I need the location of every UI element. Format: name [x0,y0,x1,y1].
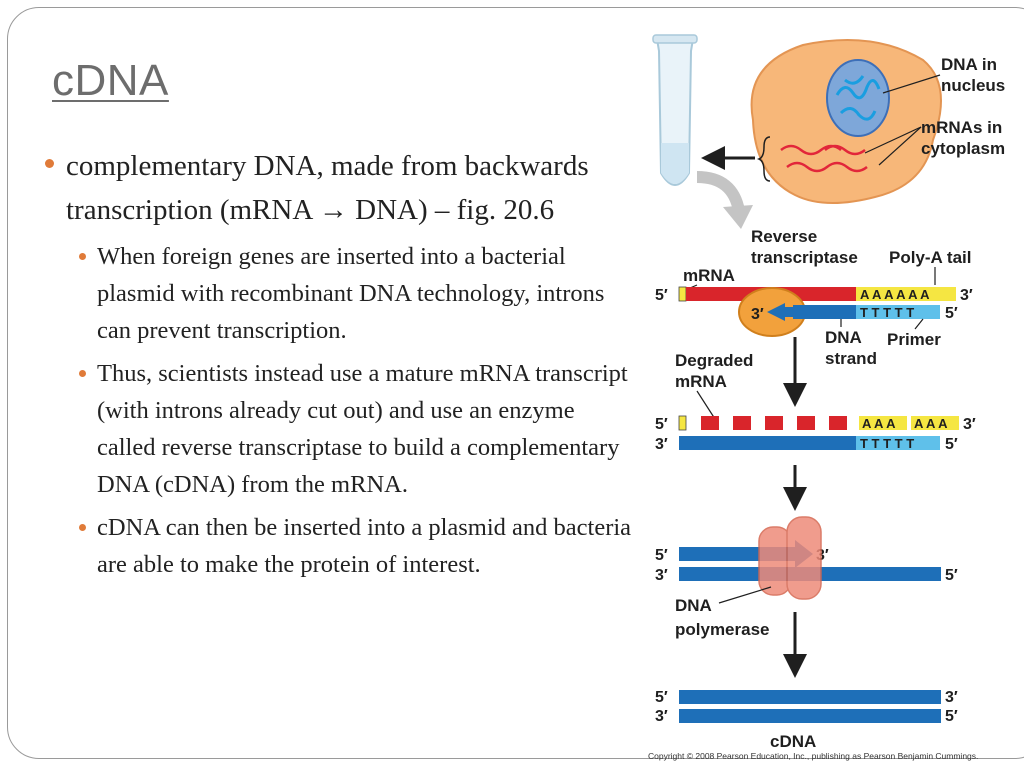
five-prime-label: 5′ [655,416,668,433]
five-prime-label: 5′ [655,287,668,304]
dna-polymerase-enzyme [758,516,822,600]
three-prime-label: 3′ [655,436,668,453]
cap-box [678,286,687,302]
poly-a-bases: A A A [914,416,948,431]
copyright-notice: Copyright © 2008 Pearson Education, Inc.… [648,751,979,761]
cdna-label: cDNA [770,732,816,751]
five-prime-label: 5′ [945,567,958,584]
dna-strand-label: DNA [825,328,862,347]
bullet-main: complementary DNA, made from backwards t… [32,144,632,232]
degraded-mrna-label-line2: mRNA [675,372,727,391]
primer-label: Primer [887,330,941,349]
dna-polymerase-label-line2: polymerase [675,620,770,639]
degraded-mrna-label: Degraded [675,351,753,370]
five-prime-label: 5′ [945,708,958,725]
sub-bullet-text: cDNA can then be inserted into a plasmid… [97,514,632,578]
cell-icon [750,39,942,204]
slide-title: cDNA [52,56,169,105]
five-prime-label: 5′ [945,436,958,453]
reverse-transcriptase-label-line2: transcriptase [751,248,858,267]
bullet-main-text: complementary DNA, made from backwards t… [66,150,589,226]
curved-arrow-icon [696,171,745,213]
mrnas-in-cytoplasm-label: mRNAs in [921,118,1002,137]
cdna-strand [679,690,941,704]
five-prime-label: 5′ [655,547,668,564]
cdna-strand [679,709,941,723]
five-prime-label: 5′ [945,305,958,322]
poly-t-bases: T T T T T [860,305,914,320]
test-tube-icon [652,34,698,186]
bullet-dot [79,524,86,531]
sub-bullet-list: When foreign genes are inserted into a b… [66,238,632,583]
three-prime-label: 3′ [655,567,668,584]
sub-bullet-3: cDNA can then be inserted into a plasmid… [66,509,632,583]
three-prime-label: 3′ [963,416,976,433]
reverse-transcriptase-label: Reverse [751,227,817,246]
poly-a-bases: A A A A A A [860,287,930,302]
dna-strand [793,305,856,319]
poly-a-tail [856,287,956,301]
cdna-figure: DNA in nucleus mRNAs in cytoplasm Revers… [652,34,1005,751]
sub-bullet-text: When foreign genes are inserted into a b… [97,243,605,344]
bullet-dot [79,253,86,260]
three-prime-label: 3′ [945,689,958,706]
three-prime-label: 3′ [655,708,668,725]
five-prime-label: 5′ [655,689,668,706]
dna-polymerase-label: DNA [675,596,712,615]
bullet-list: complementary DNA, made from backwards t… [32,144,632,589]
sub-bullet-1: When foreign genes are inserted into a b… [66,238,632,349]
dna-in-nucleus-label: DNA in [941,55,997,74]
slide-frame [7,7,1024,759]
three-prime-label: 3′ [751,306,764,323]
mrna-label: mRNA [683,266,735,285]
bullet-dot [45,159,54,168]
dna-strand-label-line2: strand [825,349,877,368]
poly-t-bases: T T T T T [860,436,914,451]
degraded-mrna-fragments [701,416,847,430]
poly-a-bases: A A A [862,416,896,431]
three-prime-label: 3′ [960,287,973,304]
bullet-dot [79,370,86,377]
mrnas-in-cytoplasm-label-line2: cytoplasm [921,139,1005,158]
poly-a-tail-label: Poly-A tail [889,248,972,267]
sub-bullet-text: Thus, scientists instead use a mature mR… [97,360,628,498]
sub-bullet-2: Thus, scientists instead use a mature mR… [66,355,632,503]
primer [856,305,940,319]
curved-arrowhead-icon [723,205,753,229]
dna-in-nucleus-label-line2: nucleus [941,76,1005,95]
